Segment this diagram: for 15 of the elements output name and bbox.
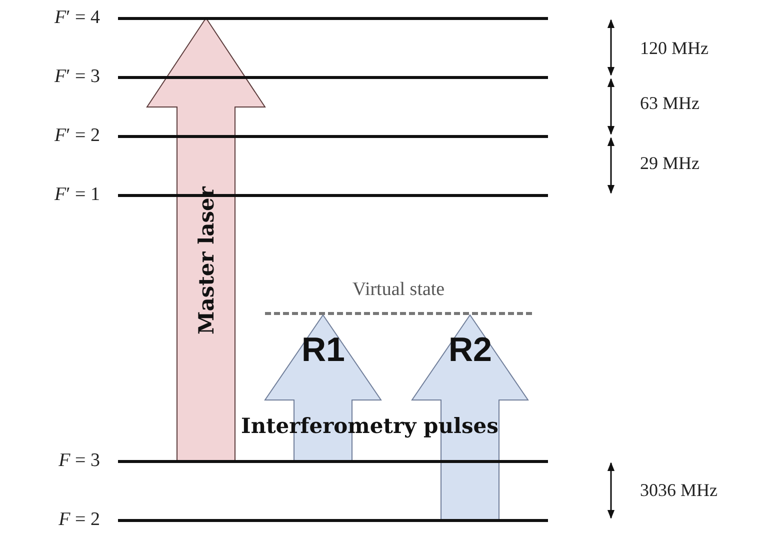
- level-label: F′ = 1: [54, 184, 100, 206]
- state-label: Virtual state: [351, 279, 446, 301]
- block-arrow: [146, 17, 266, 462]
- arrow-label: R2: [448, 333, 492, 367]
- level-label: F′ = 4: [54, 7, 100, 29]
- level-label: F′ = 2: [54, 125, 100, 147]
- block-arrow: [411, 314, 529, 520]
- level-label: F = 3: [58, 450, 100, 472]
- frequency-label: 29 MHz: [640, 153, 700, 174]
- frequency-label: 63 MHz: [640, 93, 700, 114]
- level-label: F′ = 3: [54, 66, 100, 88]
- arrow-label: R1: [302, 333, 345, 367]
- level-label: F = 2: [58, 509, 100, 531]
- frequency-label: 120 MHz: [640, 38, 708, 59]
- frequency-label: 3036 MHz: [640, 480, 718, 501]
